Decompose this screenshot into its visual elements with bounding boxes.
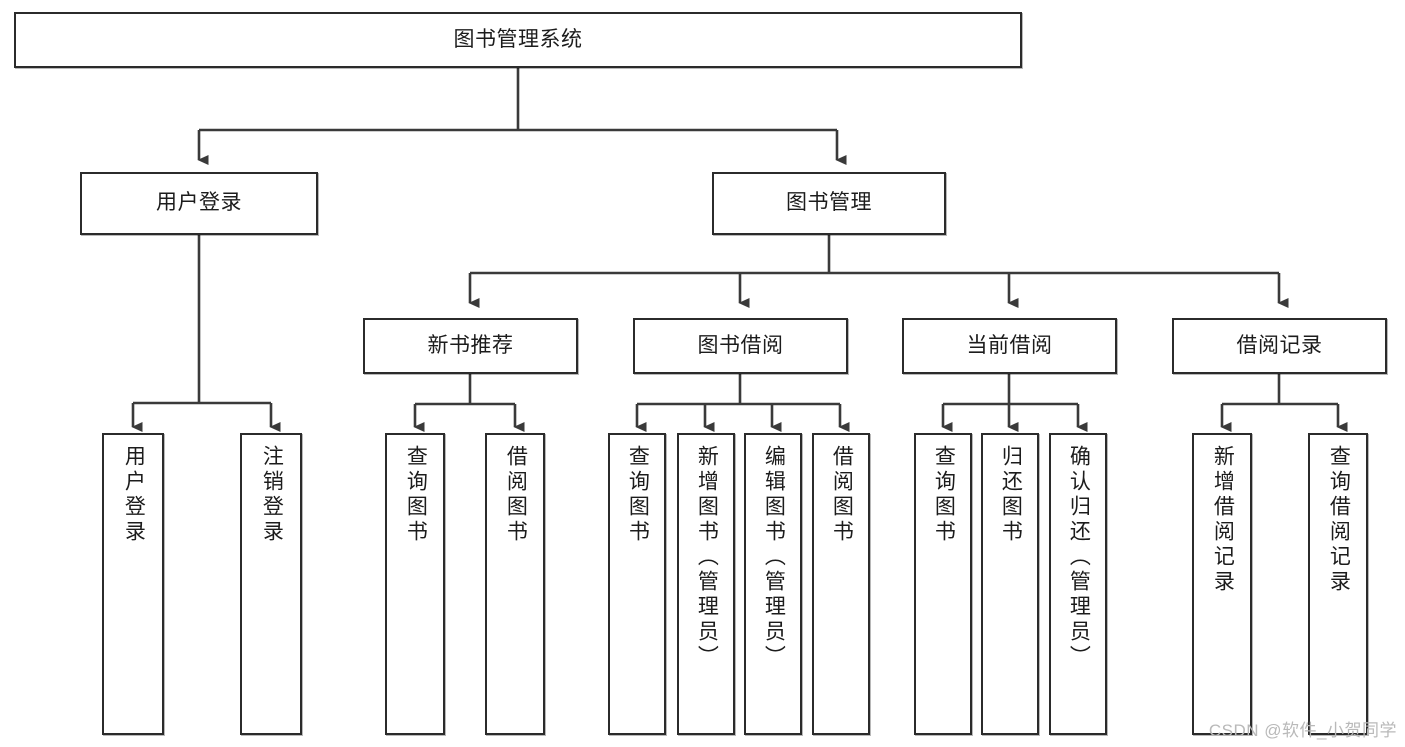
node-leaf-user-login-label: 用户登录: [122, 445, 146, 545]
node-user-login[interactable]: 用户登录: [80, 172, 318, 235]
node-leaf-query-book-2-label: 查询图书: [626, 445, 650, 545]
node-leaf-edit-book[interactable]: 编辑图书（管理员）: [744, 433, 802, 735]
node-leaf-add-book[interactable]: 新增图书（管理员）: [677, 433, 735, 735]
node-leaf-confirm-return-label: 确认归还（管理员）: [1067, 445, 1091, 670]
node-book-manage-label: 图书管理: [786, 191, 872, 215]
node-leaf-confirm-return[interactable]: 确认归还（管理员）: [1049, 433, 1107, 735]
node-leaf-query-book-1[interactable]: 查询图书: [385, 433, 445, 735]
node-current-borrow-label: 当前借阅: [966, 333, 1053, 357]
node-new-book-rec[interactable]: 新书推荐: [363, 318, 578, 374]
node-user-login-label: 用户登录: [156, 191, 242, 215]
node-borrow-record[interactable]: 借阅记录: [1172, 318, 1387, 374]
node-leaf-return-book[interactable]: 归还图书: [981, 433, 1039, 735]
node-leaf-query-book-2[interactable]: 查询图书: [608, 433, 666, 735]
node-leaf-user-login[interactable]: 用户登录: [102, 433, 164, 735]
node-leaf-query-record-label: 查询借阅记录: [1327, 445, 1351, 595]
node-borrow-record-label: 借阅记录: [1236, 333, 1323, 357]
node-leaf-query-book-3-label: 查询图书: [932, 445, 956, 545]
node-new-book-rec-label: 新书推荐: [427, 333, 514, 357]
node-leaf-logout-label: 注销登录: [260, 445, 284, 545]
node-book-borrow[interactable]: 图书借阅: [633, 318, 848, 374]
node-current-borrow[interactable]: 当前借阅: [902, 318, 1117, 374]
node-leaf-add-record-label: 新增借阅记录: [1211, 445, 1235, 595]
node-book-borrow-label: 图书借阅: [697, 333, 784, 357]
node-leaf-borrow-book-1[interactable]: 借阅图书: [485, 433, 545, 735]
node-leaf-add-book-label: 新增图书（管理员）: [695, 445, 719, 670]
node-leaf-return-book-label: 归还图书: [999, 445, 1023, 545]
node-leaf-borrow-book-2[interactable]: 借阅图书: [812, 433, 870, 735]
node-leaf-borrow-book-2-label: 借阅图书: [830, 445, 854, 545]
watermark: CSDN @软件_小贺同学: [1208, 721, 1397, 740]
node-leaf-query-book-3[interactable]: 查询图书: [914, 433, 972, 735]
node-leaf-add-record[interactable]: 新增借阅记录: [1192, 433, 1252, 735]
node-leaf-borrow-book-1-label: 借阅图书: [504, 445, 528, 545]
node-leaf-edit-book-label: 编辑图书（管理员）: [762, 445, 786, 670]
node-leaf-query-record[interactable]: 查询借阅记录: [1308, 433, 1368, 735]
node-root-label: 图书管理系统: [453, 27, 583, 51]
node-leaf-logout[interactable]: 注销登录: [240, 433, 302, 735]
node-root[interactable]: 图书管理系统: [14, 12, 1022, 68]
node-book-manage[interactable]: 图书管理: [712, 172, 946, 235]
node-leaf-query-book-1-label: 查询图书: [404, 445, 428, 545]
